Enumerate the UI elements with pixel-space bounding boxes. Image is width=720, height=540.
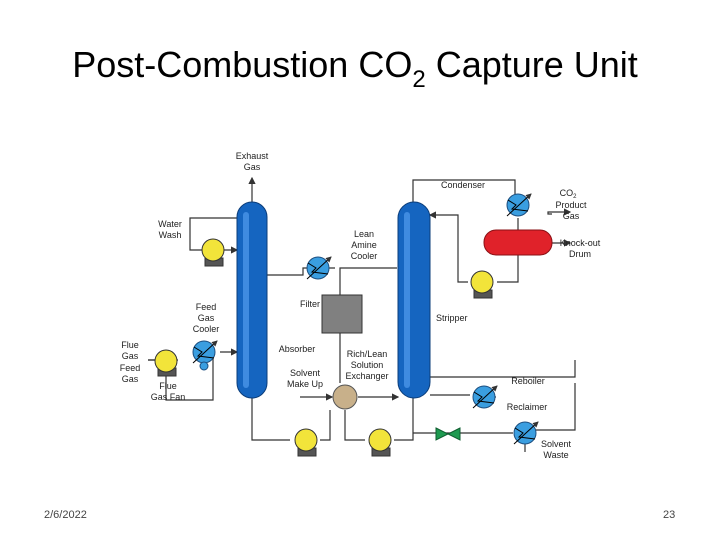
pipe-reboiler-loop <box>430 360 576 378</box>
pipe-co2-out <box>547 208 572 216</box>
title-end: Capture Unit <box>425 44 638 85</box>
pipe-reclaimer-out <box>530 383 576 431</box>
slide-number: 23 <box>663 509 676 521</box>
label-condenser: Condenser <box>441 180 485 190</box>
pipe-stripper-bottom <box>344 410 365 441</box>
feed-gas-cooler <box>192 340 218 371</box>
title-main: Post-Combustion CO <box>72 44 413 85</box>
pipe-fan-loop <box>165 352 214 401</box>
pipe-bottom-right <box>394 398 414 441</box>
stripper-highlight <box>404 212 410 388</box>
knockout-drum <box>483 229 553 256</box>
flue-gas-fan-pump <box>154 349 178 377</box>
absorber-column <box>236 201 268 399</box>
condenser <box>506 193 532 217</box>
reflux-pump <box>470 270 494 299</box>
pipe-lean-line <box>339 267 397 300</box>
label-reclaimer: Reclaimer <box>507 402 548 412</box>
rich-amine-pump <box>294 428 318 457</box>
water-wash-pump <box>201 238 225 267</box>
label-filter: Filter <box>300 299 320 309</box>
reclaimer <box>513 421 539 445</box>
filter-box <box>321 294 363 334</box>
lean-amine-cooler <box>306 256 332 280</box>
reboiler <box>472 385 498 409</box>
heat-exchangers <box>192 193 539 445</box>
pipe-drum-pump <box>497 255 519 283</box>
bowtie-valve <box>435 427 461 441</box>
title-subscript: 2 <box>412 66 426 93</box>
pipe-pump-to-stripper <box>428 211 468 283</box>
label-stripper: Stripper <box>436 313 468 323</box>
stripper-column <box>397 201 431 399</box>
pipe-absorber-bottom <box>251 398 290 441</box>
label-reboiler: Reboiler <box>511 376 545 386</box>
pipe-to-mixer <box>320 410 331 441</box>
pipe-to-condenser <box>412 179 516 205</box>
slide-date: 2/6/2022 <box>44 509 87 521</box>
rich-lean-mixer <box>332 384 358 410</box>
slide-title: Post-Combustion CO2 Capture Unit <box>0 44 710 93</box>
lean-amine-pump <box>368 428 392 457</box>
label-absorber: Absorber <box>279 344 316 354</box>
absorber-highlight <box>243 212 249 388</box>
pumps <box>154 238 494 457</box>
